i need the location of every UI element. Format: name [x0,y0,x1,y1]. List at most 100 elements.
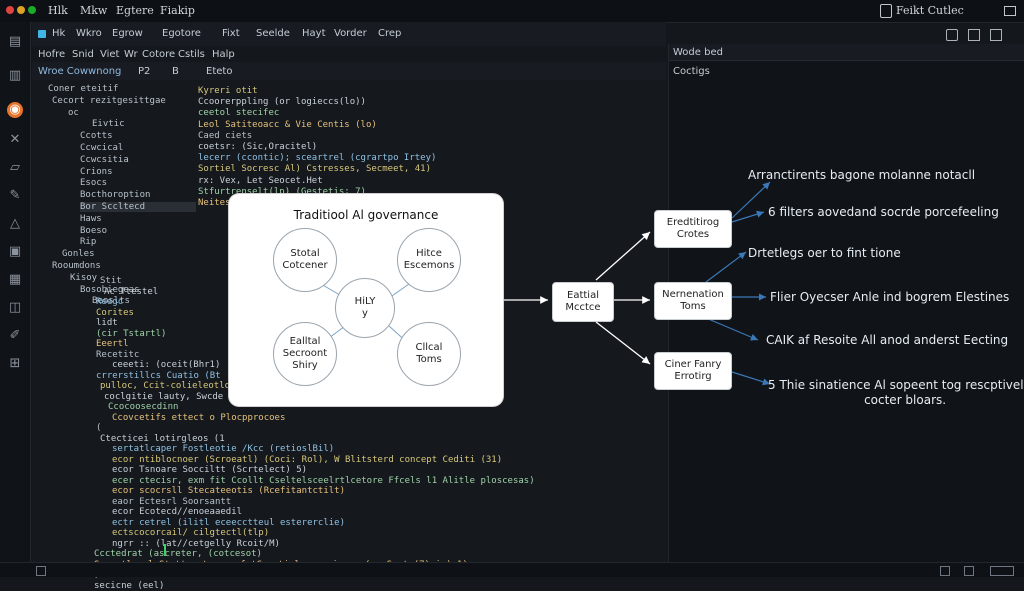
code-line: Kyreri otit [198,86,258,96]
activity-bar: ▤ ▥ ◉ ✕ ▱ ✎ △ ▣ ▦ ◫ ✐ ⊞ [0,22,31,576]
diagram-title: Traditiool Al governance [293,208,439,222]
close-icon[interactable]: ✕ [9,132,21,147]
panel-subtitle: Coctigs [673,66,710,77]
pen-icon[interactable]: ✐ [9,328,21,343]
edit-icon[interactable]: ✎ [9,188,21,203]
flow-arrows [503,181,771,386]
flow-branch-1: Eredtitirog Crotes [654,210,732,248]
menu-item[interactable]: Egtere [116,4,154,17]
submenu-item[interactable]: Hofre [38,49,66,60]
table-icon[interactable]: ▦ [8,272,22,287]
code-line: Ccoorerppling (or logieccs(lo)) [198,97,366,108]
code-line: ceeeti: (oceit(Bhr1) [112,360,221,370]
save-icon[interactable]: ▣ [8,244,22,259]
submenu-item[interactable]: Cotore [142,49,176,60]
node-hitce: Hitce Escemons [397,228,461,292]
layout-icon[interactable] [946,29,958,41]
submenu-item[interactable]: Viet [100,49,120,60]
annotation-4: Flier Oyecser Anle ind bogrem Elestines [770,290,1010,304]
code-line: pulloc, Ccit-colieleotlo [100,381,231,391]
code-line: Corites [96,307,134,318]
tree-item[interactable]: Kisoy [70,272,98,283]
toolbar-item[interactable]: Crep [378,28,402,39]
warning-icon[interactable]: △ [10,216,20,231]
menu-item[interactable]: Mkw [80,4,108,17]
code-line: ceetol stecifec [198,108,280,119]
governance-diagram: Traditiool Al governance Stotal Cotcener… [229,194,503,406]
tree-item[interactable]: Eivtic [92,119,125,130]
tree-item[interactable]: Ccwcical [80,143,124,153]
toolbar-item[interactable]: Hayt [302,28,326,39]
explorer-icon[interactable]: ▤ [8,34,22,49]
arrow-to-annotation-2 [731,210,765,223]
tree-item[interactable]: Ccwcsitia [80,154,129,165]
tree-item[interactable]: Rooumdons [52,261,101,271]
tree-item[interactable]: Bosobiegeas [80,284,140,295]
code-line: Caed ciets [198,130,253,141]
chart-icon[interactable]: ◫ [8,300,22,315]
code-line: eaor Ectesrl Soorsantt [112,496,232,507]
arrow-hub-to-branch-3 [595,321,651,365]
submenu-item[interactable]: Wr [124,49,138,60]
tab-marker[interactable]: B [172,66,179,77]
menu-item[interactable]: Hlk [48,4,68,17]
code-line: lecerr (ccontic); sceartrel (cgrartpo Ir… [198,153,437,164]
files-icon[interactable]: ▥ [8,68,22,83]
tree-item[interactable]: Gonles [62,249,95,260]
status-icon [36,566,46,576]
grid-icon[interactable]: ⊞ [9,356,21,371]
submenu-item[interactable]: Halp [212,49,235,60]
tree-item[interactable]: Cecort rezitgesittgae [52,95,166,106]
tree-item[interactable]: Esocs [80,178,108,189]
settings-icon[interactable] [964,566,974,576]
browser-icon[interactable]: ◉ [7,102,23,118]
tab-marker[interactable]: Eteto [206,66,233,77]
tree-item[interactable]: Crions [80,166,113,177]
tree-item[interactable]: Bor Sccltecd [80,202,196,212]
toolbar-item[interactable]: Seelde [256,28,290,39]
submenu-item[interactable]: Snid [72,49,94,60]
code-line: sertatlcaper Fostleotie /Kcc (retioslBil… [112,444,335,454]
minimize-window-button[interactable] [17,6,25,14]
annotation-1: Arranctirents bagone molanne notacll [748,168,976,182]
tree-item[interactable]: Coner eteitif [48,84,119,94]
flow-hub: Eattial Mcctce [552,282,614,322]
close-window-button[interactable] [6,6,14,14]
notification-icon[interactable] [940,566,950,576]
toolbar-item[interactable]: Egrow [112,28,143,39]
code-line: Stit [100,276,122,286]
sync-icon[interactable] [990,566,1014,576]
tree-item[interactable]: Bocthoroption [80,190,151,201]
menu-item[interactable]: Fiakip [160,4,195,17]
tree-item[interactable]: Haws [80,213,102,224]
toolbar-item[interactable]: Wkro [76,28,102,39]
extensions-icon[interactable]: ▱ [10,160,20,175]
code-line: crrerstillcs Cuatio (Bt [96,370,221,381]
toolbar-item[interactable]: Vorder [334,28,367,39]
tree-item[interactable]: Ccotts [80,131,113,142]
tab-active[interactable]: Wroe Cowwnong [38,66,122,77]
toolbar-item[interactable]: Fixt [222,28,240,39]
window-title: Feikt Cutlec [896,4,964,17]
node-ealltal: Ealltal Secroont Shiry [273,322,337,386]
code-line: Recetitc [96,349,140,360]
code-line: coclgitie lauty, Swcde [104,391,224,402]
submenu: Hofre Snid Viet Wr Cotore Cstils Halp [32,46,666,62]
tree-item[interactable]: Rip [80,237,97,248]
toolbar-item[interactable]: Egotore [162,28,201,39]
split-icon[interactable] [990,29,1002,41]
tree-item[interactable]: oc [68,107,79,118]
toolbar-item[interactable]: Hk [52,28,66,39]
maximize-window-button[interactable] [28,6,36,14]
window-controls [940,26,1024,44]
tree-item[interactable]: Beoslts [92,296,130,307]
arrow-to-annotation-1 [731,181,771,219]
code-line: Ac Ttestel [104,286,159,297]
code-line: Ccctedrat (ascreter, (cotcesot) [94,549,262,559]
copy-icon[interactable] [968,29,980,41]
submenu-item[interactable]: Cstils [178,49,205,60]
tab-marker[interactable]: P2 [138,66,151,77]
tree-item[interactable]: Boeso [80,225,108,236]
code-line: lidt [96,318,118,328]
text-cursor [164,544,166,556]
